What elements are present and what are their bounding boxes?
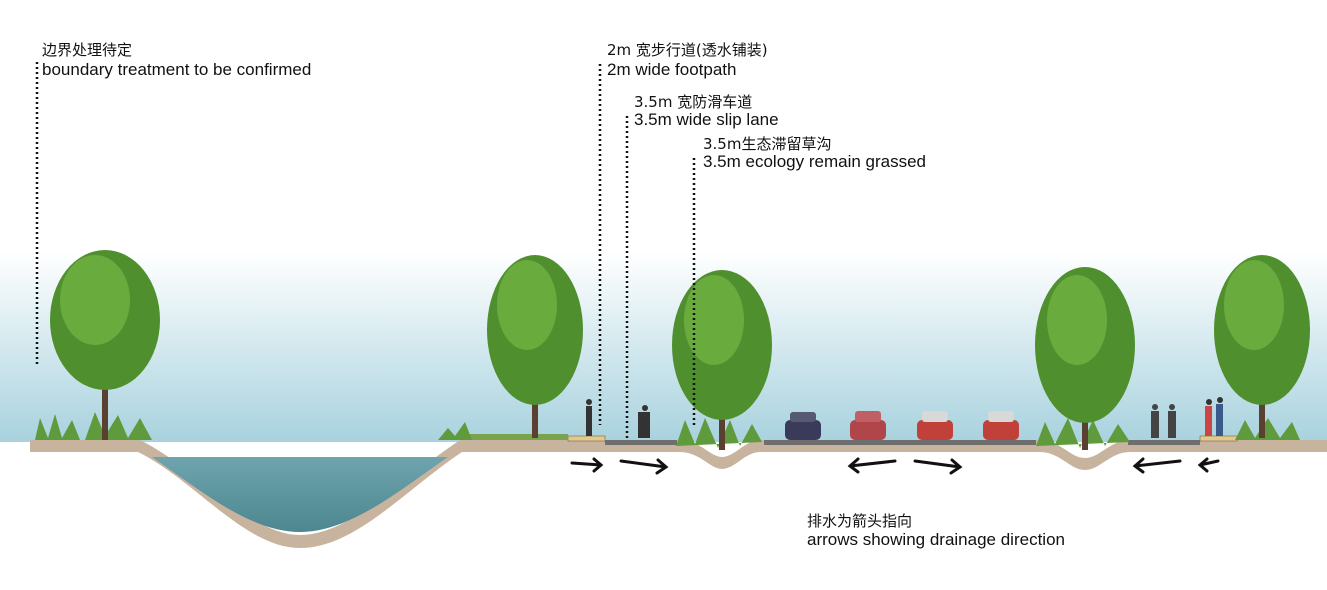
- drainage-label-en: arrows showing drainage direction: [807, 530, 1065, 549]
- car: [983, 411, 1019, 440]
- boundary-label-en: boundary treatment to be confirmed: [42, 60, 311, 79]
- drainage-arrow-left: [1197, 457, 1220, 473]
- footpath-paving: [567, 435, 606, 442]
- scooter-rider: [638, 405, 650, 438]
- slip-lane-left: [605, 440, 677, 445]
- car: [785, 412, 821, 440]
- slip-lane-label-cn: 3.5m 宽防滑车道: [634, 93, 752, 111]
- ground-profile: [30, 440, 1327, 548]
- footpath-label-cn: 2m 宽步行道(透水铺装): [607, 41, 768, 59]
- slip-lane-label-en: 3.5m wide slip lane: [634, 110, 779, 129]
- tree: [487, 255, 583, 438]
- tree: [1214, 255, 1310, 438]
- footpath-label-en: 2m wide footpath: [607, 60, 736, 79]
- lawn: [460, 434, 568, 440]
- car: [917, 411, 953, 440]
- drainage-arrow-left: [1132, 457, 1182, 474]
- slip-lane-right: [1128, 440, 1200, 445]
- drainage-arrow-right: [570, 457, 604, 473]
- pedestrian: [586, 399, 592, 436]
- drainage-arrow-right: [619, 458, 669, 475]
- boundary-label-cn: 边界处理待定: [42, 41, 132, 59]
- cyclists: [1151, 404, 1176, 438]
- pond-water: [152, 457, 448, 532]
- tree: [672, 270, 772, 450]
- drainage-label-cn: 排水为箭头指向: [807, 512, 912, 530]
- main-carriageway: [764, 440, 1036, 445]
- sky-background: [0, 150, 1327, 442]
- pedestrians: [1205, 397, 1223, 436]
- tree: [1035, 267, 1135, 450]
- swale-label-en: 3.5m ecology remain grassed: [703, 152, 926, 171]
- drainage-arrow-right: [913, 458, 963, 475]
- drainage-arrow-left: [847, 457, 897, 474]
- footpath-paving-right: [1199, 435, 1238, 442]
- grass-clumps: [35, 412, 1300, 448]
- swale-label-cn: 3.5m生态滞留草沟: [703, 135, 831, 153]
- tree: [50, 250, 160, 440]
- car: [850, 411, 886, 440]
